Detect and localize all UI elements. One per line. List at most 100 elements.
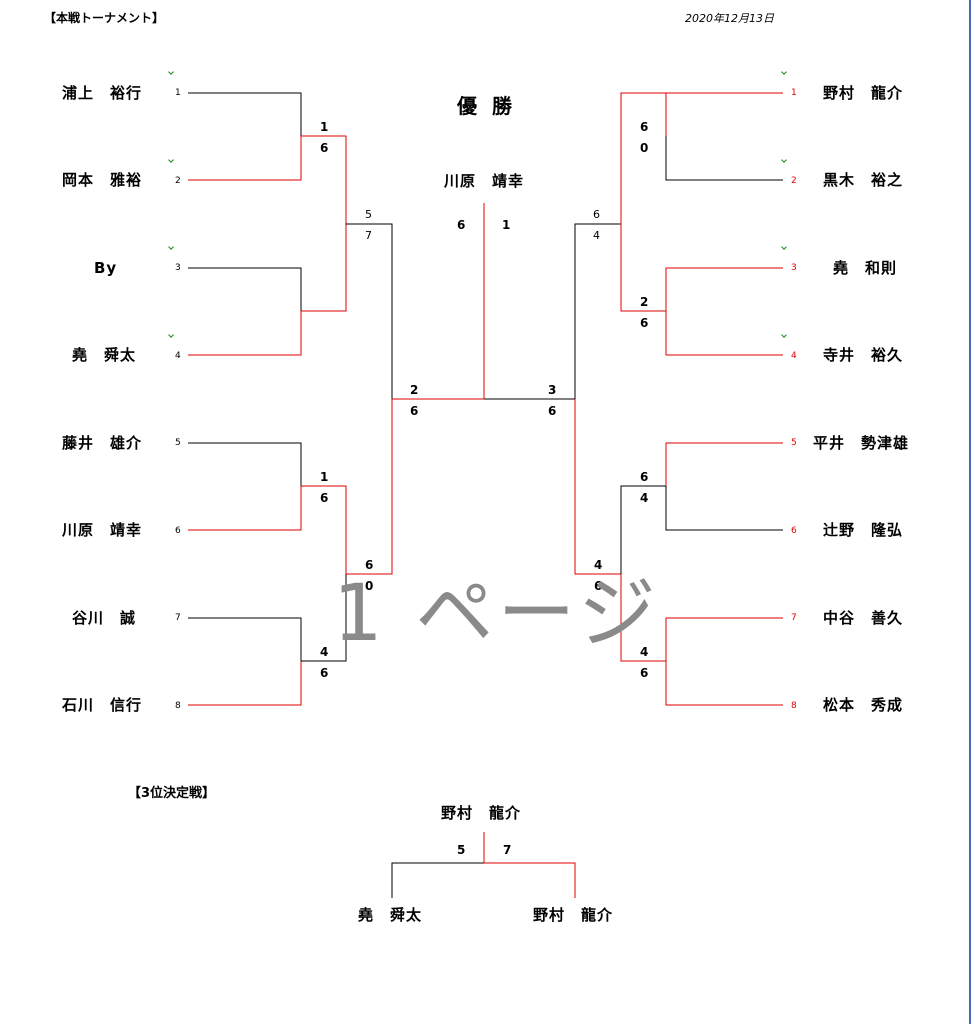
right-player-name: 辻野 隆弘	[823, 521, 904, 539]
bracket-line-r-p5	[665, 442, 783, 486]
third-place-winner: 野村 龍介	[441, 804, 522, 822]
match-score: 6	[320, 141, 329, 155]
bracket-line-r-p8	[665, 661, 783, 706]
match-score: 6	[594, 579, 603, 593]
champion-title: 優 勝	[457, 94, 516, 118]
bracket-line-r-p1	[665, 92, 783, 136]
match-score: 0	[365, 579, 374, 593]
champion-name: 川原 靖幸	[444, 172, 525, 190]
bracket-line-r-r2a	[620, 92, 666, 224]
left-player-seed: 1	[175, 88, 181, 98]
bracket-line-l-p7	[188, 617, 302, 661]
bracket-line-l-p1	[188, 92, 302, 136]
left-player-name: 堯 舜太	[72, 346, 137, 364]
match-score: 4	[594, 558, 603, 572]
third-place-score-right: 7	[503, 843, 512, 857]
right-player-name: 松本 秀成	[823, 696, 904, 714]
match-score: 6	[320, 491, 329, 505]
match-score: 6	[640, 316, 649, 330]
bracket-line-l-p2	[188, 136, 302, 181]
left-player-seed: 4	[175, 351, 181, 361]
right-player-seed: 6	[791, 526, 797, 536]
third-place-score-left: 5	[457, 843, 466, 857]
left-player-name: 藤井 雄介	[62, 434, 143, 452]
left-player-name: 岡本 雅裕	[62, 171, 143, 189]
bracket-line-r-r3b	[574, 399, 621, 575]
match-score: 2	[640, 295, 649, 309]
third-place-player-right: 野村 龍介	[533, 906, 614, 924]
left-player-name: By	[94, 259, 118, 277]
third-place-title: 【3位決定戦】	[128, 786, 216, 801]
match-score: 7	[365, 229, 372, 242]
match-score: 0	[640, 141, 649, 155]
bracket-line-r-p6	[665, 486, 783, 531]
third-place-player-left: 堯 舜太	[358, 906, 423, 924]
match-score: 6	[640, 470, 649, 484]
match-score: 6	[410, 404, 419, 418]
page-right-border	[969, 0, 971, 1024]
right-player-seed: 8	[791, 701, 797, 711]
bracket-line-r-p3	[665, 267, 783, 311]
left-player-seed: 8	[175, 701, 181, 711]
bracket-line-r-r2c	[620, 485, 666, 574]
match-score: 2	[410, 383, 419, 397]
match-score: 1	[320, 470, 329, 484]
left-player-seed: 7	[175, 613, 181, 623]
bracket-line-l-r3a	[346, 223, 393, 399]
match-score: 6	[640, 120, 649, 134]
right-player-seed: 2	[791, 176, 797, 186]
bracket-line-r-r2b	[620, 224, 666, 312]
right-player-seed: 4	[791, 351, 797, 361]
bracket-line-l-p8	[188, 661, 302, 706]
right-player-seed: 1	[791, 88, 797, 98]
bracket-line-3rd-left	[391, 862, 484, 898]
left-player-name: 石川 信行	[62, 696, 143, 714]
match-score: 4	[640, 491, 649, 505]
page-watermark: 1 ページ	[333, 569, 660, 659]
match-score: 3	[548, 383, 557, 397]
match-score: 4	[320, 645, 329, 659]
left-player-seed: 3	[175, 263, 181, 273]
match-score: 6	[365, 558, 374, 572]
right-player-seed: 3	[791, 263, 797, 273]
match-score: 6	[593, 208, 600, 221]
bracket-line-l-r3b	[346, 399, 393, 575]
left-player-name: 浦上 裕行	[62, 84, 143, 102]
bracket-line-l-p4	[188, 311, 302, 356]
right-player-name: 黒木 裕之	[823, 171, 904, 189]
bracket-line-r-p4	[665, 311, 783, 356]
match-score: 4	[593, 229, 600, 242]
match-score: 6	[320, 666, 329, 680]
bracket-line-l-r2a	[301, 135, 347, 224]
bracket-line-r-r2d	[620, 574, 666, 662]
left-player-seed: 2	[175, 176, 181, 186]
bracket-line-l-r2b	[301, 224, 347, 312]
match-score: 6	[640, 666, 649, 680]
bracket-line-l-p5	[188, 442, 302, 486]
page-title: 【本戦トーナメント】	[44, 11, 165, 25]
match-score: 6	[548, 404, 557, 418]
right-player-seed: 5	[791, 438, 797, 448]
match-score: 1	[320, 120, 329, 134]
match-score: 4	[640, 645, 649, 659]
left-player-seed: 6	[175, 526, 181, 536]
left-player-name: 川原 靖幸	[62, 521, 143, 539]
bracket-line-l-p3	[188, 267, 302, 311]
right-player-name: 堯 和則	[833, 259, 898, 277]
right-player-name: 寺井 裕久	[823, 346, 904, 364]
bracket-line-r-p7	[665, 617, 783, 661]
right-player-name: 中谷 善久	[823, 609, 904, 627]
left-player-name: 谷川 誠	[72, 609, 137, 627]
page-date: 2020年12月13日	[685, 12, 774, 25]
bracket-line-r-r3a	[574, 223, 621, 399]
right-player-name: 野村 龍介	[823, 84, 904, 102]
right-player-seed: 7	[791, 613, 797, 623]
final-score-left: 6	[457, 218, 466, 232]
final-score-right: 1	[502, 218, 511, 232]
bracket-line-r-p2	[665, 136, 783, 181]
bracket-line-l-p6	[188, 486, 302, 531]
bracket-line-l-r2c	[301, 485, 347, 574]
bracket-line-l-r2d	[301, 574, 347, 662]
bracket-line-3rd-right	[484, 862, 576, 898]
right-player-name: 平井 勢津雄	[813, 434, 910, 452]
